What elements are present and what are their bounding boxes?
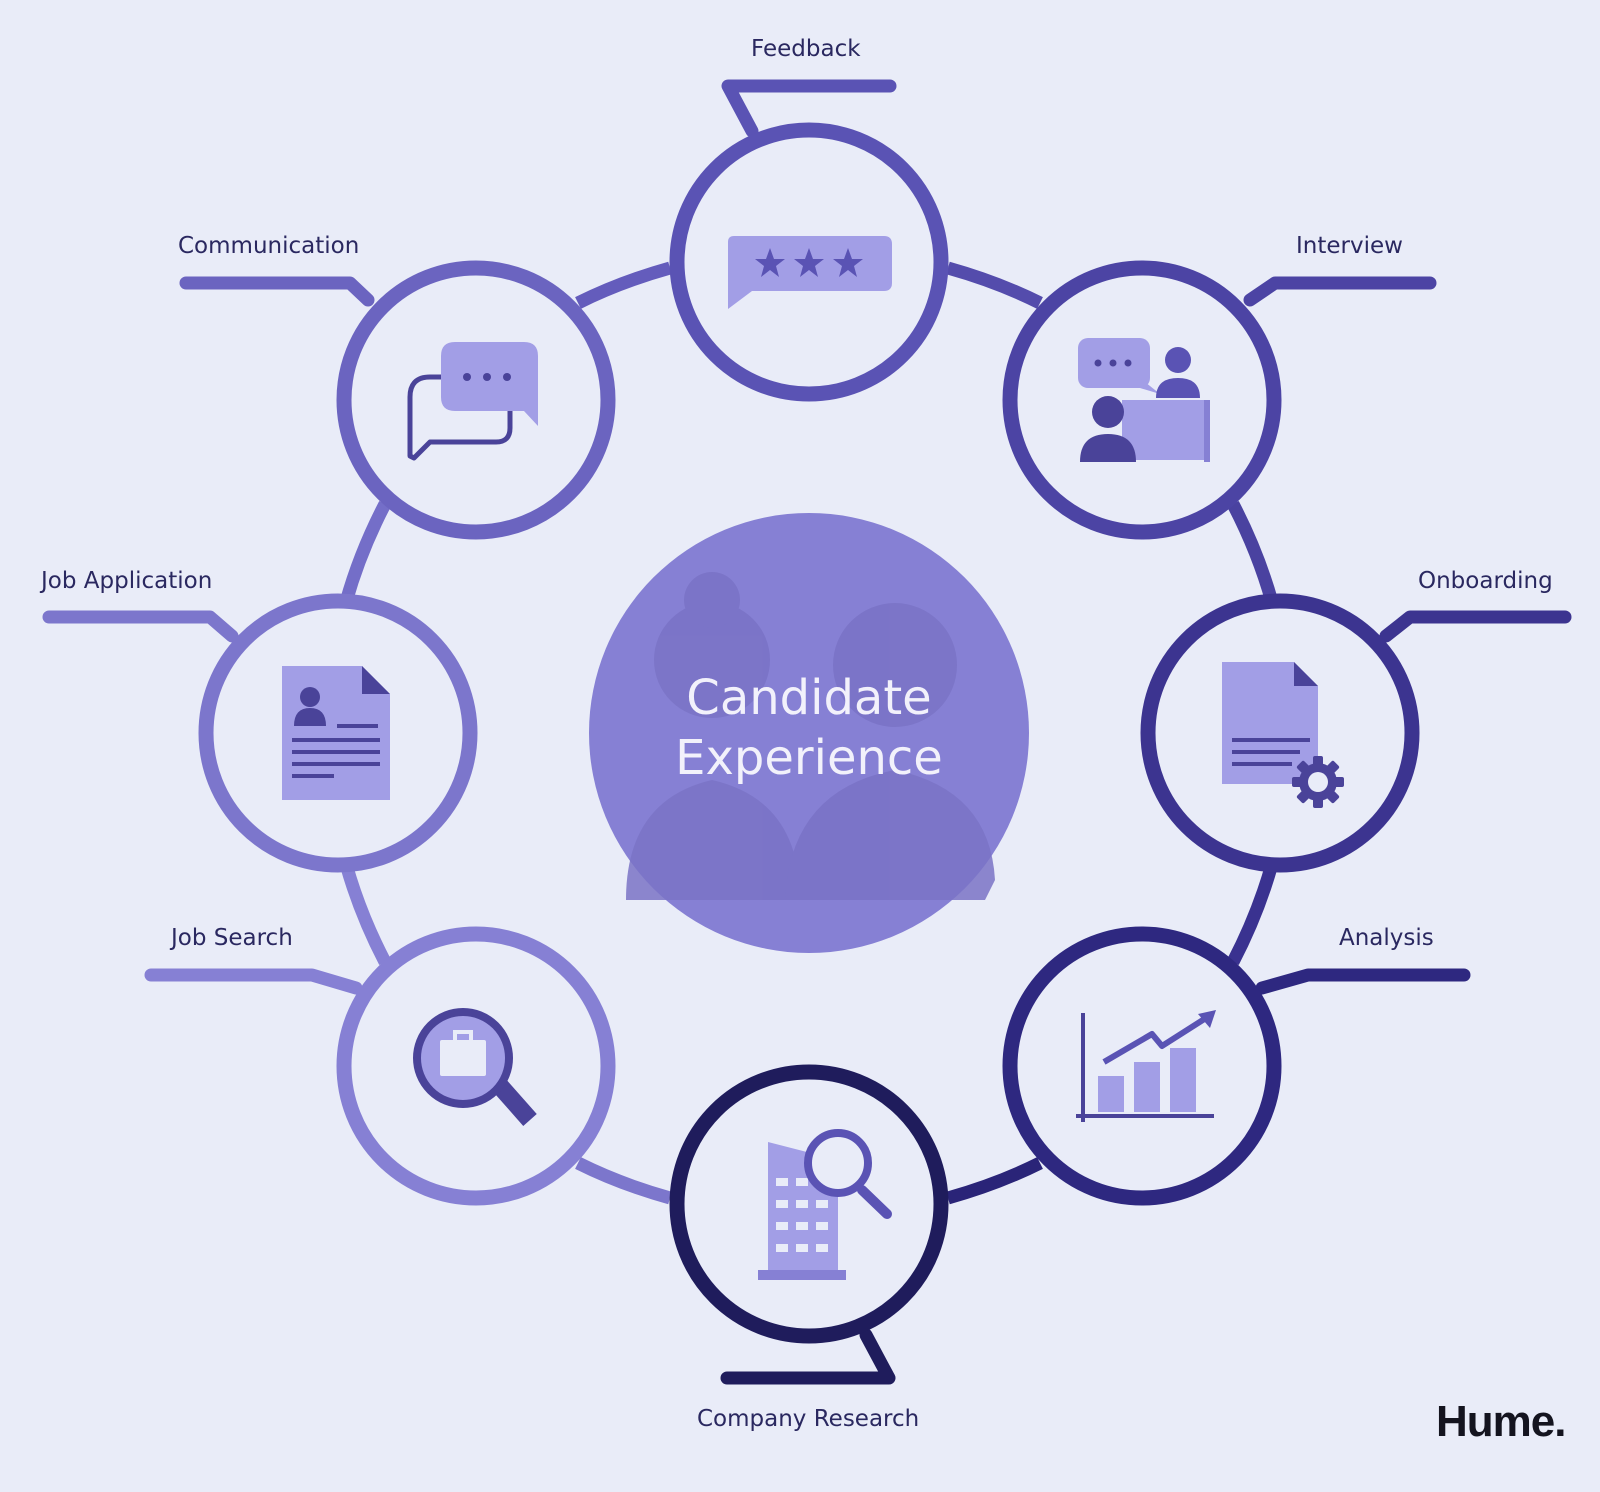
ring-arc-company-jobsearch (575, 1157, 672, 1205)
ring-arc-jobsearch-application (339, 862, 391, 966)
rating-stars-icon (728, 236, 892, 309)
center-people-silhouette (626, 572, 995, 900)
leader-line-job-search (144, 968, 363, 995)
label-company-research: Company Research (697, 1406, 920, 1432)
leader-line-analysis (1255, 968, 1471, 995)
label-job-application: Job Application (41, 568, 213, 594)
center-title-line1: Candidate (686, 670, 932, 726)
center-title-line2: Experience (675, 730, 943, 786)
ring-arc-interview-onboarding (1227, 500, 1279, 604)
label-job-search: Job Search (171, 925, 293, 951)
label-onboarding: Onboarding (1418, 568, 1553, 594)
resume-document-icon (282, 666, 390, 800)
center-title: Candidate Experience (589, 668, 1029, 788)
onboarding-document-gear-icon (1222, 662, 1344, 808)
label-communication: Communication (178, 233, 360, 259)
ring-arc-analysis-company (946, 1157, 1043, 1205)
leader-line-communication (179, 276, 375, 307)
interview-icon (1078, 338, 1210, 462)
job-search-magnifier-icon (413, 1008, 537, 1126)
label-analysis: Analysis (1339, 925, 1434, 951)
company-search-icon (758, 1129, 892, 1280)
ring-arc-application-communication (339, 500, 391, 604)
ring-arc-communication-feedback (575, 261, 672, 309)
hume-logo: Hume. (1436, 1397, 1566, 1446)
chat-bubbles-icon (407, 342, 538, 461)
label-interview: Interview (1296, 233, 1403, 259)
leader-line-interview (1243, 276, 1437, 307)
leader-line-company-research (720, 1328, 896, 1385)
analytics-chart-icon (1076, 1010, 1216, 1122)
leader-line-feedback (721, 79, 897, 138)
label-feedback: Feedback (751, 36, 861, 62)
leader-line-onboarding (1379, 610, 1572, 643)
ring-arc-feedback-interview (946, 261, 1043, 309)
ring-arc-onboarding-analysis (1227, 862, 1279, 966)
leader-line-job-application (42, 610, 239, 643)
